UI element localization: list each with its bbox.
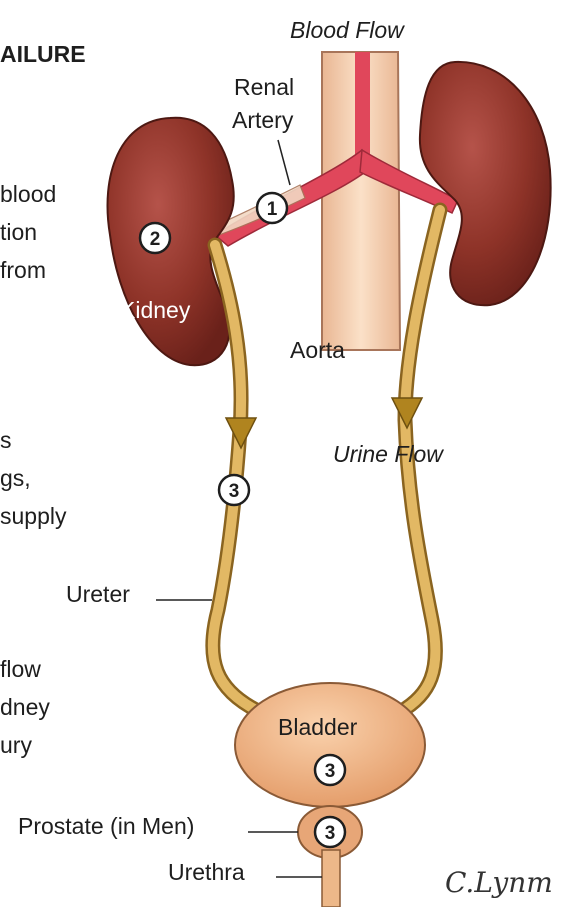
left-urine-arrow	[226, 418, 256, 448]
header-title: AILURE	[0, 41, 86, 67]
left-text-line: blood	[0, 181, 56, 207]
svg-text:3: 3	[229, 481, 240, 502]
left-text-line: ury	[0, 732, 32, 758]
bladder-label: Bladder	[278, 714, 358, 740]
urethra-label: Urethra	[168, 859, 245, 885]
urethra	[322, 850, 340, 907]
marker-prostate: 3	[315, 817, 345, 847]
svg-text:1: 1	[267, 199, 278, 220]
marker-renal-artery: 1	[257, 193, 287, 223]
prostate-label: Prostate (in Men)	[18, 813, 194, 839]
blood-flow-label: Blood Flow	[290, 17, 405, 43]
aorta-blood-channel	[355, 52, 370, 160]
left-text-line: dney	[0, 694, 50, 720]
left-text-line: flow	[0, 656, 41, 682]
renal-artery-label-line1: Renal	[234, 74, 294, 100]
left-text-block-1: blood tion from	[0, 181, 56, 283]
left-text-line: gs,	[0, 465, 31, 491]
urine-flow-label: Urine Flow	[333, 441, 444, 467]
left-text-block-3: flow dney ury	[0, 656, 50, 758]
left-text-line: supply	[0, 503, 67, 529]
left-text-block-2: s gs, supply	[0, 427, 67, 529]
renal-artery-leader	[278, 140, 290, 185]
marker-kidney: 2	[140, 223, 170, 253]
kidney-label: Kidney	[120, 297, 191, 323]
marker-ureter: 3	[219, 475, 249, 505]
svg-text:2: 2	[150, 229, 161, 250]
svg-text:3: 3	[325, 823, 336, 844]
left-text-line: from	[0, 257, 46, 283]
renal-artery-label-line2: Artery	[232, 107, 294, 133]
artist-signature: C.Lynm	[445, 866, 553, 899]
right-kidney	[420, 62, 551, 305]
svg-text:3: 3	[325, 761, 336, 782]
left-text-line: tion	[0, 219, 37, 245]
ureter-label: Ureter	[66, 581, 130, 607]
left-text-line: s	[0, 427, 12, 453]
bladder	[235, 683, 425, 807]
aorta-label: Aorta	[290, 337, 345, 363]
marker-bladder: 3	[315, 755, 345, 785]
right-urine-arrow	[392, 398, 422, 428]
